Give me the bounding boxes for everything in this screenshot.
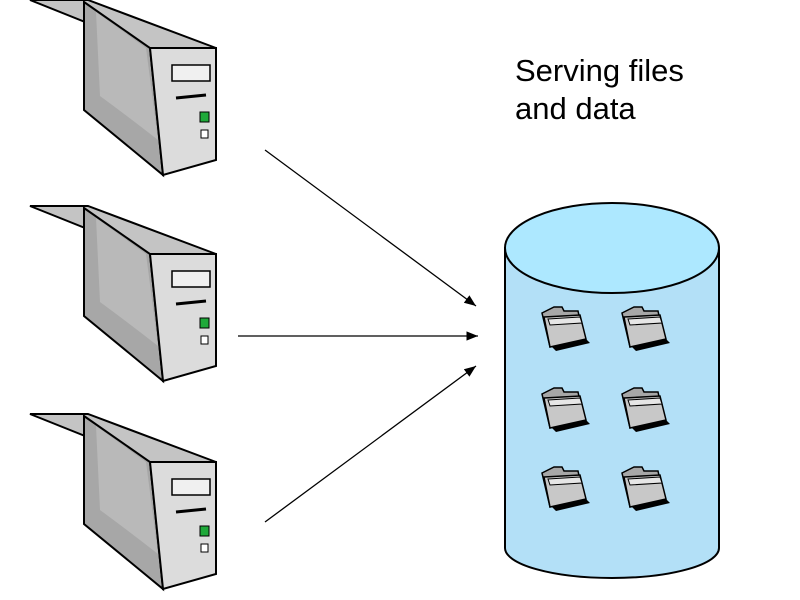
storage-cylinder-top [504, 202, 720, 294]
server-bottom [28, 412, 218, 591]
storage-cylinder [504, 202, 720, 579]
caption-line-1: Serving files [515, 53, 684, 88]
arrow-bottom-to-storage [264, 365, 477, 523]
caption: Serving files and data [515, 53, 684, 126]
server-middle [28, 204, 218, 383]
caption-line-2: and data [515, 91, 636, 126]
server-top [28, 0, 218, 177]
arrow-top-to-storage [264, 149, 477, 307]
